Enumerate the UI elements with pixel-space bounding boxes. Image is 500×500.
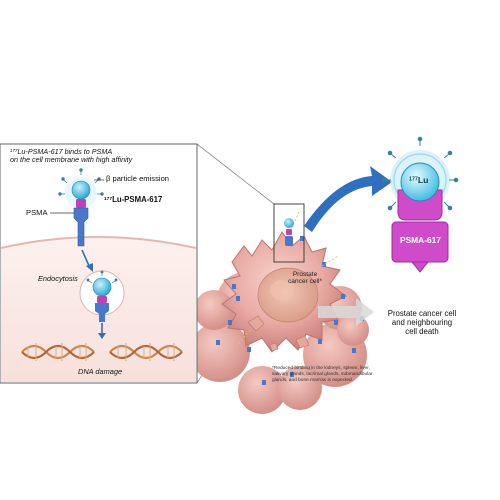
dna-damage-label: DNA damage — [78, 367, 123, 376]
badge-isotope-label: 177Lu — [409, 175, 429, 185]
endocytosis-arrow — [81, 249, 93, 272]
internalized-vesicle — [79, 270, 125, 322]
drug-label: 177Lu-PSMA-617 — [104, 195, 163, 204]
outcome-line: Prostate cancer cell — [387, 309, 457, 318]
background-cell — [194, 290, 234, 330]
outcome-line: cell death — [405, 326, 439, 336]
background-cell — [190, 322, 250, 382]
footnote: *Reduced binding in the kidneys, spleen,… — [272, 366, 373, 385]
panel-caption: 177Lu-PSMA-617 binds to PSMA on the cell… — [10, 147, 133, 165]
footnote-line: glands, and bone marrow is expected. — [272, 378, 354, 384]
prostate-cancer-cell-label: Prostate cancer cell* — [287, 271, 323, 285]
beta-emission-label: β particle emission — [106, 174, 170, 183]
badge-ligand-label: PSMA-617 — [400, 235, 441, 245]
psma-label: PSMA — [26, 208, 48, 217]
background-cell — [278, 366, 322, 410]
dna-helix-icon — [21, 343, 183, 361]
dna-arrow — [98, 323, 106, 339]
zoom-arrow — [304, 166, 392, 232]
beta-emission-lines — [237, 209, 339, 345]
outcome-line: and neighbouring — [391, 317, 453, 327]
endocytosis-label: Endocytosis — [38, 274, 78, 283]
zoom-square — [273, 203, 305, 263]
background-cell — [238, 366, 286, 414]
lu-sphere-icon — [400, 162, 440, 202]
cell-scene — [190, 209, 374, 414]
footnote-line: salivary glands, lacrimal glands, subman… — [272, 372, 373, 378]
zoom-badge — [381, 136, 459, 273]
footnote-line: *Reduced binding in the kidneys, spleen,… — [272, 366, 370, 371]
mechanism-panel — [0, 143, 198, 384]
outcome-label: Prostate cancer cell and neighbouring ce… — [368, 309, 476, 337]
zoom-square-drug — [284, 218, 294, 246]
outcome-arrow — [318, 298, 374, 326]
bound-drug-icon — [58, 168, 104, 247]
